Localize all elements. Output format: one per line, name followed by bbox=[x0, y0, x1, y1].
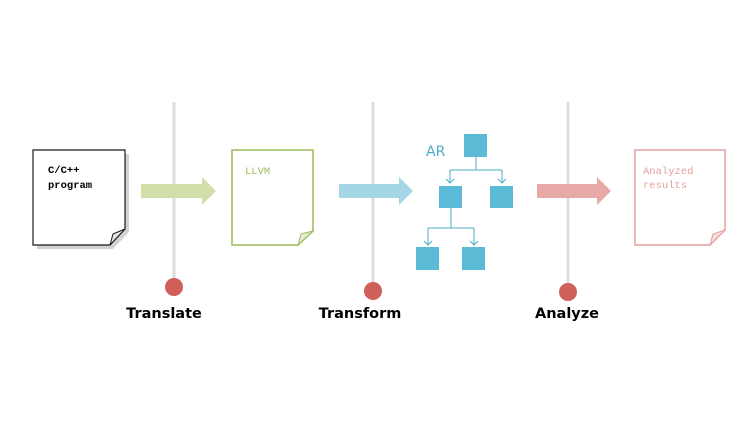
source-document-line1: C/C++ bbox=[48, 165, 80, 177]
transform-arrow bbox=[339, 177, 413, 205]
stage-label-translate: Translate bbox=[126, 306, 202, 322]
llvm-document: LLVM bbox=[231, 149, 315, 247]
results-document: Analyzed results bbox=[634, 149, 726, 247]
source-document-line2: program bbox=[48, 180, 92, 192]
stage-dot-transform bbox=[364, 282, 382, 300]
llvm-document-line1: LLVM bbox=[245, 166, 270, 178]
stage-label-analyze: Analyze bbox=[535, 306, 599, 322]
tree-node-left-right bbox=[462, 247, 485, 270]
translate-arrow bbox=[141, 177, 216, 205]
ar-tree: AR bbox=[416, 134, 513, 270]
tree-node-left-left bbox=[416, 247, 439, 270]
results-document-line1: Analyzed bbox=[643, 166, 693, 178]
stage-dot-translate bbox=[165, 278, 183, 296]
stage-label-transform: Transform bbox=[319, 306, 402, 322]
source-document: C/C++ program bbox=[32, 149, 129, 249]
analyze-arrow bbox=[537, 177, 611, 205]
tree-node-left bbox=[439, 186, 462, 208]
ar-label: AR bbox=[426, 144, 446, 160]
stage-dot-analyze bbox=[559, 283, 577, 301]
tree-node-root bbox=[464, 134, 487, 157]
tree-node-right bbox=[490, 186, 513, 208]
results-document-line2: results bbox=[643, 180, 687, 192]
